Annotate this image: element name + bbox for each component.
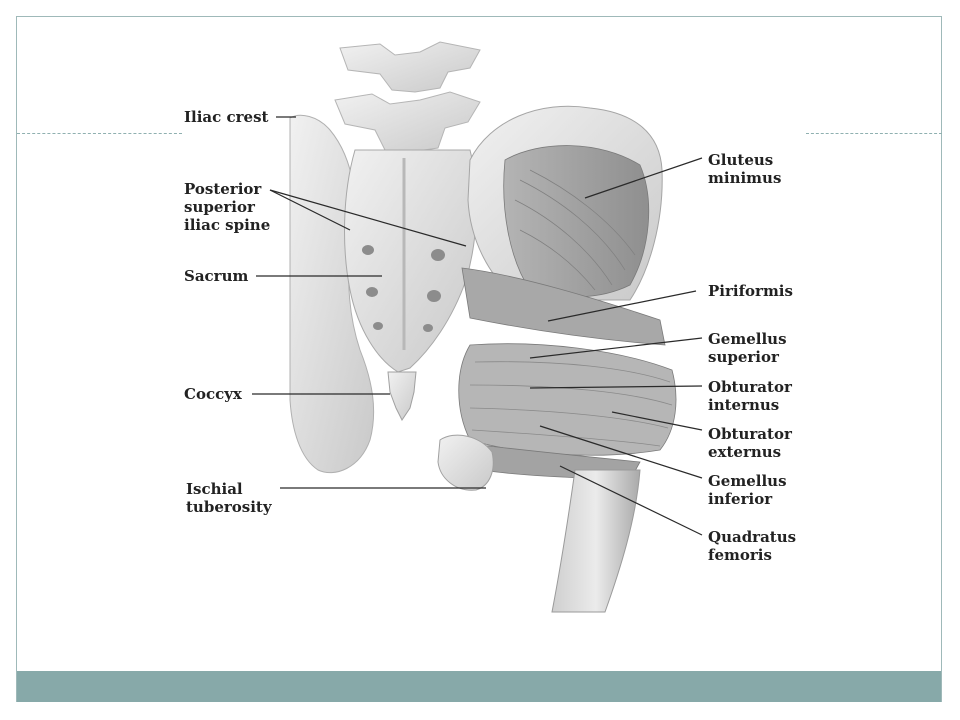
footer-band bbox=[17, 671, 941, 702]
piriformis-muscle bbox=[461, 267, 666, 346]
dashed-rule-right bbox=[806, 133, 942, 134]
label-coccyx: Coccyx bbox=[184, 385, 242, 403]
label-piriformis: Piriformis bbox=[708, 282, 793, 300]
gluteus-minimus-fibers bbox=[514, 169, 636, 291]
rotator-fibers bbox=[469, 361, 673, 447]
dashed-rule-left bbox=[17, 133, 182, 134]
hip-rotator-muscles bbox=[458, 343, 677, 456]
lumbar-vertebrae bbox=[334, 41, 481, 153]
ischial-tuberosity-bone bbox=[437, 434, 494, 491]
label-obturator-internus: Obturator internus bbox=[708, 378, 792, 414]
label-gemellus-superior: Gemellus superior bbox=[708, 330, 787, 366]
label-sacrum: Sacrum bbox=[184, 267, 249, 285]
label-obturator-externus: Obturator externus bbox=[708, 425, 792, 461]
leader-lines bbox=[252, 116, 703, 536]
label-posterior-superior-iliac-spine: Posterior superior iliac spine bbox=[184, 180, 271, 234]
label-gemellus-inferior: Gemellus inferior bbox=[708, 472, 787, 508]
sacral-foramina bbox=[362, 245, 445, 332]
label-ischial-tuberosity: Ischial tuberosity bbox=[186, 480, 272, 516]
label-quadratus-femoris: Quadratus femoris bbox=[708, 528, 797, 564]
label-iliac-crest: Iliac crest bbox=[184, 108, 269, 126]
gluteus-minimus-muscle bbox=[503, 145, 650, 298]
sacrum-bone bbox=[344, 149, 477, 373]
coccyx-bone bbox=[387, 371, 417, 421]
label-gluteus-minimus: Gluteus minimus bbox=[708, 151, 782, 187]
femur-shaft bbox=[551, 469, 641, 613]
